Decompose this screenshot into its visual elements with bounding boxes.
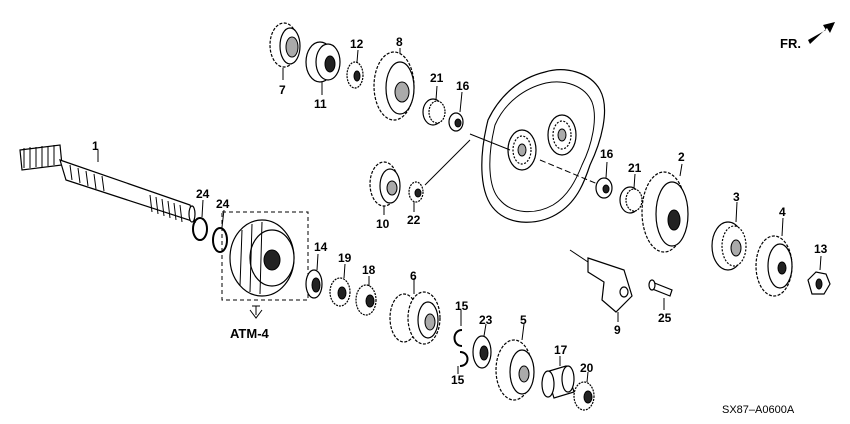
part-gear-7[interactable]	[269, 22, 301, 80]
atm-4-reference-box: ATM-4	[221, 211, 309, 341]
part-bracket-9[interactable]	[569, 249, 633, 322]
callout-16-lower: 16	[600, 147, 614, 161]
part-gear-5[interactable]	[495, 323, 535, 401]
callout-9: 9	[614, 323, 621, 337]
part-collar-17[interactable]	[541, 356, 575, 399]
callout-21-upper: 21	[430, 71, 444, 85]
callout-23: 23	[479, 313, 493, 327]
part-washer-14[interactable]	[305, 253, 323, 299]
callout-16-upper: 16	[456, 79, 470, 93]
callout-1: 1	[92, 139, 99, 153]
callout-10: 10	[376, 217, 390, 231]
callout-labels: 1 2 3 4 5 6 7 8 9 10 11 12 13 14 15 15 1…	[92, 35, 828, 387]
callout-2: 2	[678, 150, 685, 164]
part-snap-ring-15[interactable]	[453, 310, 469, 374]
part-collar-16a[interactable]	[448, 91, 464, 132]
callout-4: 4	[779, 205, 786, 219]
part-gear-4[interactable]	[755, 217, 793, 297]
atm-4-label: ATM-4	[230, 326, 270, 341]
part-bearing-12[interactable]	[346, 49, 364, 89]
diagram-reference-code: SX87–A0600A	[722, 404, 795, 416]
down-arrow-icon	[249, 306, 263, 319]
part-sleeve-11[interactable]	[305, 41, 341, 95]
part-bearing-21a[interactable]	[422, 85, 446, 126]
part-mainshaft[interactable]	[19, 144, 196, 223]
part-locknut-13[interactable]	[807, 255, 831, 295]
callout-24-right: 24	[216, 197, 230, 211]
part-spacer-23[interactable]	[472, 323, 492, 369]
callout-14: 14	[314, 240, 328, 254]
arrow-icon	[808, 22, 835, 44]
part-bearing-22[interactable]	[408, 181, 424, 212]
front-direction-indicator: FR.	[780, 22, 835, 51]
callout-25: 25	[658, 311, 672, 325]
part-bearing-19[interactable]	[329, 263, 351, 307]
direction-label: FR.	[780, 36, 801, 51]
part-bearing-3[interactable]	[711, 201, 747, 271]
part-transmission-housing	[424, 69, 606, 223]
callout-22: 22	[407, 213, 421, 227]
callout-20: 20	[580, 361, 594, 375]
callout-15-upper: 15	[455, 299, 469, 313]
part-bearing-20[interactable]	[573, 371, 595, 411]
callout-21-lower: 21	[628, 161, 642, 175]
part-snap-ring-24b[interactable]	[212, 209, 228, 253]
part-snap-ring-24a[interactable]	[192, 199, 208, 241]
callout-19: 19	[338, 251, 352, 265]
callout-5: 5	[520, 313, 527, 327]
callout-24-left: 24	[196, 187, 210, 201]
part-collar-16b[interactable]	[595, 161, 613, 199]
part-gear-8[interactable]	[373, 48, 415, 121]
callout-3: 3	[733, 190, 740, 204]
callout-12: 12	[350, 37, 364, 51]
part-bearing-18[interactable]	[355, 276, 377, 316]
callout-18: 18	[362, 263, 376, 277]
callout-8: 8	[396, 35, 403, 49]
callout-15-lower: 15	[451, 373, 465, 387]
part-bearing-21b[interactable]	[619, 173, 643, 214]
callout-17: 17	[554, 343, 568, 357]
part-gear-6[interactable]	[389, 278, 441, 345]
callout-13: 13	[814, 242, 828, 256]
callout-11: 11	[314, 97, 327, 111]
callout-6: 6	[410, 269, 417, 283]
callout-7: 7	[279, 83, 286, 97]
part-bolt-25[interactable]	[648, 279, 673, 310]
part-gear-10[interactable]	[369, 161, 401, 215]
part-gear-2[interactable]	[641, 163, 689, 253]
